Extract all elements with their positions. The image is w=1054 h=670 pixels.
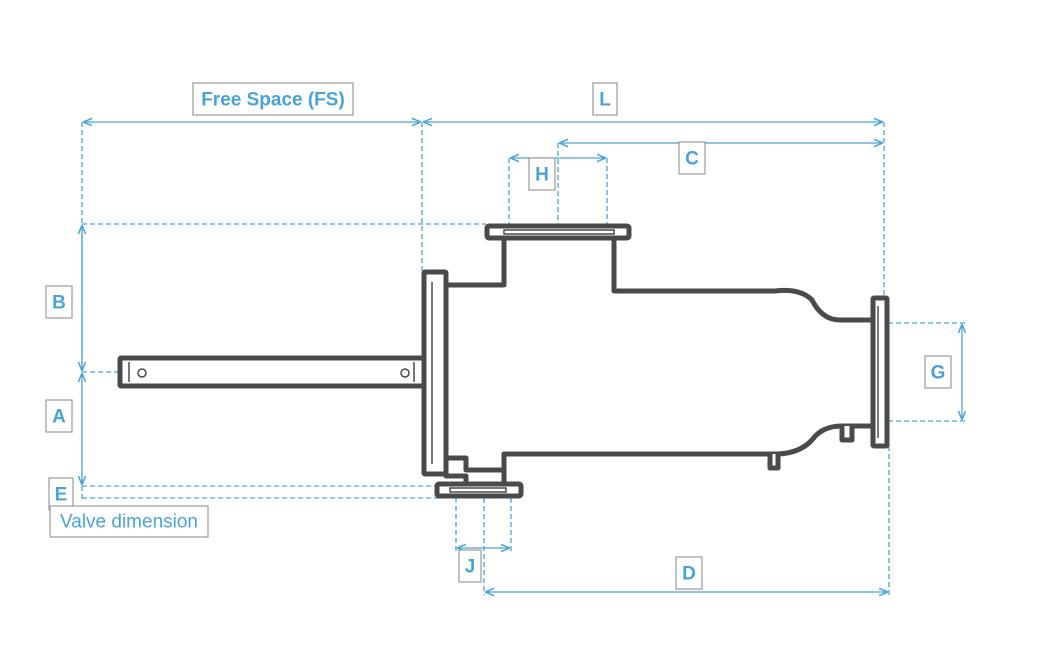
bottom-outlet-neck bbox=[443, 458, 469, 487]
label-free-space-text: Free Space (FS) bbox=[201, 90, 345, 111]
label-valve-dimension: Valve dimension bbox=[49, 505, 209, 538]
extension-lines bbox=[81, 122, 966, 595]
label-b: B bbox=[45, 285, 73, 319]
actuator-arm bbox=[117, 355, 427, 389]
label-e: E bbox=[48, 477, 74, 511]
right-nub bbox=[839, 426, 855, 443]
top-flange-bore bbox=[503, 229, 615, 235]
bottom-flange bbox=[434, 481, 524, 499]
label-h: H bbox=[528, 157, 556, 191]
label-free-space: Free Space (FS) bbox=[192, 82, 354, 116]
right-flange bbox=[870, 295, 890, 449]
label-valve-dimension-text: Valve dimension bbox=[60, 512, 198, 533]
dimension-lines bbox=[82, 122, 962, 592]
arm-right-hole bbox=[400, 368, 410, 378]
label-a-text: A bbox=[52, 407, 66, 428]
label-c-text: C bbox=[685, 149, 699, 170]
label-d-text: D bbox=[682, 564, 696, 585]
label-g-text: G bbox=[931, 363, 946, 384]
label-j: J bbox=[458, 549, 482, 583]
label-b-text: B bbox=[52, 293, 66, 314]
label-g: G bbox=[924, 355, 952, 389]
label-l: L bbox=[592, 82, 618, 116]
left-flange bbox=[421, 269, 449, 477]
valve-body-drawing bbox=[117, 223, 890, 499]
labels: Free Space (FS) L C H B A E Valve dimen bbox=[45, 82, 952, 590]
label-h-text: H bbox=[535, 165, 549, 186]
label-c: C bbox=[678, 141, 706, 175]
valve-body-outline bbox=[441, 232, 876, 473]
label-j-text: J bbox=[465, 557, 476, 578]
arm-left-hole bbox=[137, 368, 147, 378]
label-e-text: E bbox=[55, 485, 68, 506]
label-l-text: L bbox=[599, 90, 611, 111]
bottom-nub bbox=[767, 454, 781, 471]
bottom-flange-bore bbox=[449, 487, 507, 493]
top-flange bbox=[484, 223, 632, 241]
label-a: A bbox=[45, 399, 73, 433]
label-d: D bbox=[675, 556, 703, 590]
